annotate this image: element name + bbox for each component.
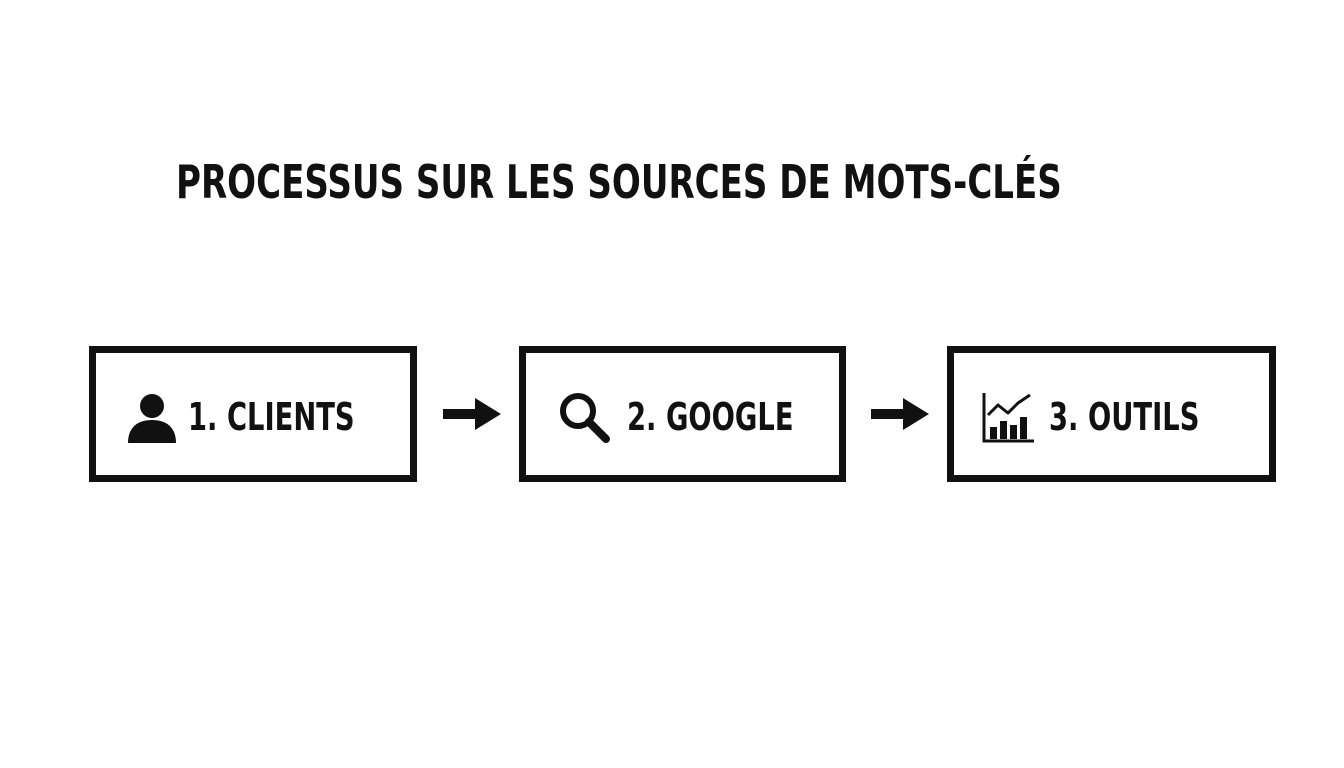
step-box-clients: 1. CLIENTS — [89, 346, 417, 482]
arrow-right-icon — [869, 396, 931, 432]
diagram-title: PROCESSUS SUR LES SOURCES DE MOTS-CLÉS — [176, 155, 1062, 209]
arrow-right-icon — [441, 396, 503, 432]
user-icon — [124, 389, 180, 445]
step-box-outils: 3. OUTILS — [947, 346, 1276, 482]
step-label-google: 2. GOOGLE — [627, 395, 794, 439]
search-icon — [556, 389, 612, 445]
step-label-outils: 3. OUTILS — [1049, 395, 1200, 439]
step-label-clients: 1. CLIENTS — [188, 395, 355, 439]
chart-icon — [980, 389, 1036, 445]
step-box-google: 2. GOOGLE — [519, 346, 846, 482]
